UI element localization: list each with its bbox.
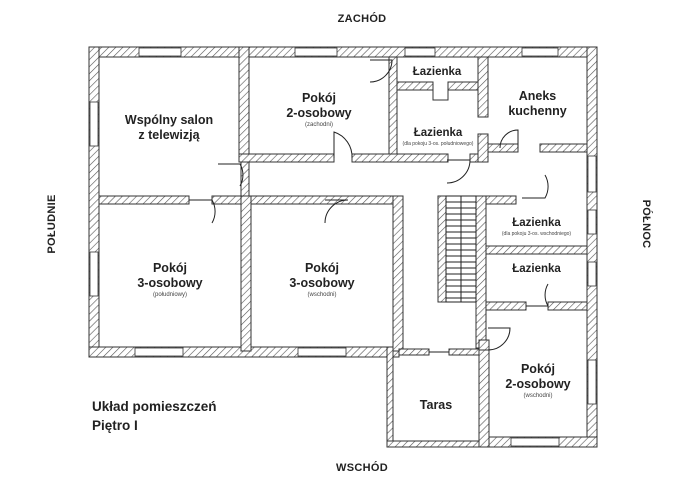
room-2os-west-line2: 2-osobowy [286,106,352,120]
door-room3-east [324,199,349,224]
room-2os-east-line2: 2-osobowy [505,377,571,391]
room-2os-east-note: (wschodni) [523,393,553,399]
room-3os-east-note: (wschodni) [307,292,337,298]
direction-east: WSCHÓD [336,462,388,474]
room-3os-east-line1: Pokój [304,261,340,275]
door-bath-south [446,159,471,184]
window [587,155,597,193]
wall-eastbath-mid [485,245,588,255]
plan-legend: Układ pomieszczeń Piętro I [92,397,217,435]
direction-north: PÓŁNOC [640,199,652,249]
wall-room3-right [392,195,404,352]
bathroom-top-label: Łazienka [412,66,462,78]
outer-wall-left [88,46,100,358]
wall-terrace-top-b [448,348,480,356]
door-salon-side [218,163,244,187]
bathroom-east: Łazienka (dla pokoju 3-os. wschodniego) [486,216,587,238]
room-3os-south-note: (południowy) [152,292,188,298]
bathroom-top: Łazienka [397,65,477,79]
room-3os-south: Pokój 3-osobowy (południowy) [99,261,241,299]
room-living: Wspólny salon z telewizją [99,113,239,143]
room-living-line2: z telewizją [138,128,200,142]
wall-bath-mid-right [447,81,481,91]
walls [88,46,598,448]
wall-kitchen-bottom-a [487,143,519,153]
room-3os-south-line2: 3-osobowy [137,276,203,290]
room-2os-west-line1: Pokój [301,91,337,105]
kitchenette-line1: Aneks [518,89,557,103]
stairs [445,195,477,303]
room-2os-east: Pokój 2-osobowy (wschodni) [489,362,587,400]
window [138,47,182,57]
wall-bath-mid [396,81,434,91]
windows [89,47,597,447]
door-room3-south [189,199,216,224]
door-kitchen [499,129,519,149]
bathroom-south: Łazienka (dla pokoju 3-os. południowego) [395,126,481,148]
wall-salon-room2 [238,46,250,160]
corridor-step [432,82,449,101]
room-2os-west: Pokój 2-osobowy (zachodni) [249,91,389,129]
room-3os-south-line1: Pokój [152,261,188,275]
wall-salon-bottom-b [211,195,243,205]
wall-eastroom-top [478,339,490,351]
wall-corridor-left [240,161,250,197]
legend-line1: Układ pomieszczeń [92,399,217,414]
terrace-wall-bottom [386,440,484,448]
kitchenette-line2: kuchenny [508,104,567,118]
wall-eastbath-top [485,195,517,205]
bathroom-south-note: (dla pokoju 3-os. południowego) [402,141,474,147]
wall-kitchen-bottom-b [539,143,588,153]
bathroom-east-label: Łazienka [512,217,561,229]
window [521,47,559,57]
window [587,209,597,235]
window [510,437,560,447]
wall-terrace-top-a [398,348,430,356]
room-3os-east-line2: 3-osobowy [289,276,355,290]
terrace-wall-left [386,346,394,448]
bathroom-small-label: Łazienka [512,263,561,275]
direction-south: POŁUDNIE [46,194,58,254]
bathroom-east-note: (dla pokoju 3-os. wschodniego) [501,231,572,237]
window [294,47,338,57]
door-bath-top [369,59,393,83]
window [134,347,184,357]
wall-room2-bottom-a [238,153,335,163]
window [89,101,99,147]
terrace-label: Taras [419,398,453,412]
window [297,347,347,357]
wall-eastbath-bottom-a [485,301,527,311]
bathroom-south-label: Łazienka [413,127,463,139]
bathroom-small: Łazienka [486,262,587,276]
wall-kitchen-left [477,56,489,118]
room-2os-west-note: (zachodni) [304,122,333,128]
window [587,359,597,405]
wall-eastbath-left [475,195,487,349]
window [587,261,597,287]
wall-stairs-left [437,195,447,303]
wall-room3-divider [240,195,252,352]
window [89,251,99,297]
door-eastroom [487,327,511,351]
wall-room2-bottom-b [351,153,449,163]
doors [189,59,549,353]
door-room2 [333,131,353,159]
door-eastbath [522,174,549,199]
wall-eastbath-bottom-b [547,301,588,311]
room-kitchenette: Aneks kuchenny [488,89,587,119]
window [404,47,436,57]
wall-eastroom-left [478,339,490,448]
wall-salon-bottom [98,195,190,205]
room-living-line1: Wspólny salon [124,113,214,127]
room-2os-east-line1: Pokój [520,362,556,376]
room-3os-east: Pokój 3-osobowy (wschodni) [251,261,393,299]
legend-line2: Piętro I [92,418,138,433]
room-terrace: Taras [393,398,479,413]
door-eastbath-small [526,283,549,307]
direction-west: ZACHÓD [337,13,387,25]
